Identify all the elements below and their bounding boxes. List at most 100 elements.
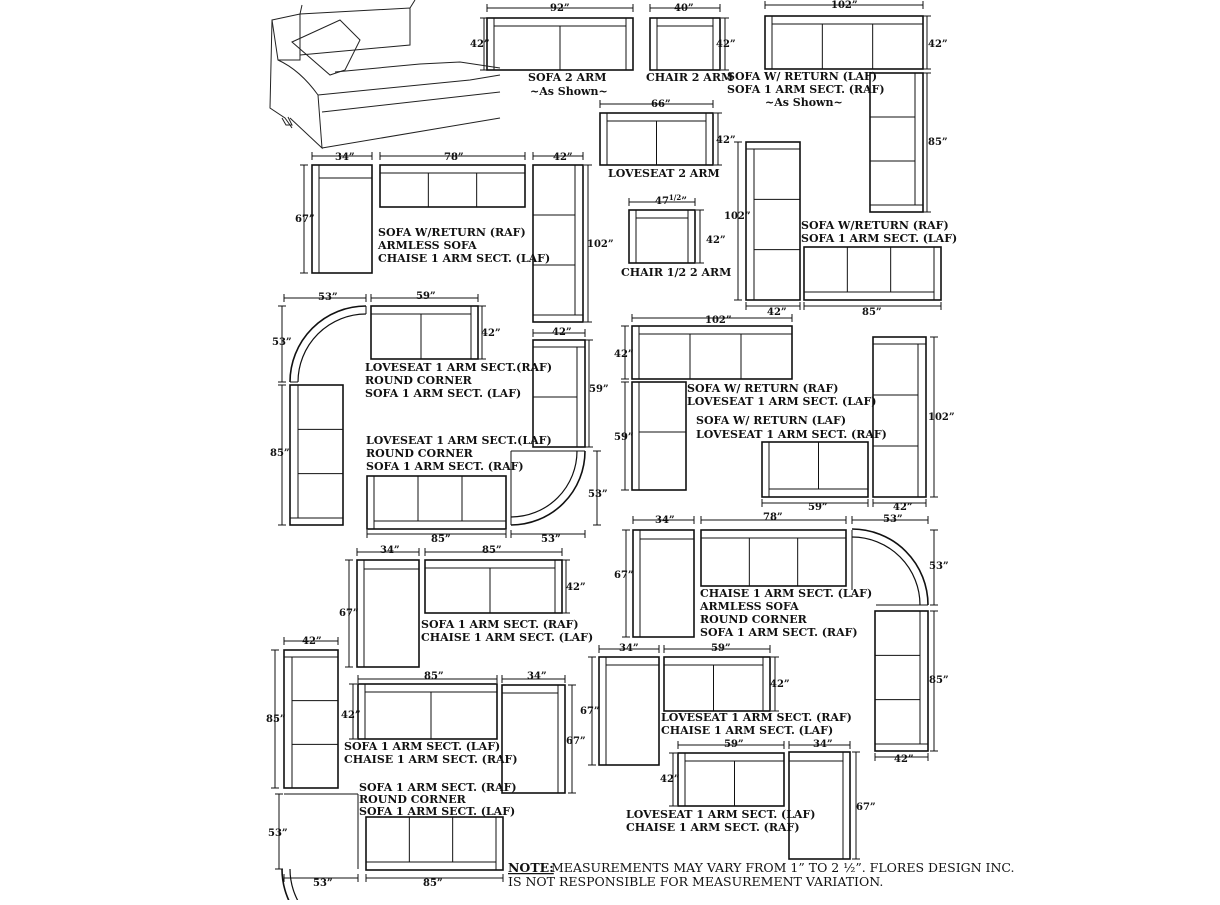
dimension-labels: 92” 42” 40” 42” 102” 42” 85” 66” 42” 34”… [266,0,955,889]
label-sofa-return-laf-1: SOFA W/ RETURN (LAF) [727,70,877,83]
dim-chaise-width: 34” [335,152,355,163]
dim-sofa-2-arm-depth: 42” [470,39,490,50]
round-corner-inner [289,868,302,905]
sofa-raf-horizontal-c [366,475,507,530]
label-sofa-return-raf-b2: SOFA 1 ARM SECT. (LAF) [801,232,957,245]
chaise-laf-i [598,656,660,766]
label-sofa-2-arm-sub: ~As Shown~ [530,85,608,98]
note-prefix: NOTE: [508,860,554,875]
label-loveseat-round-1: LOVESEAT 1 ARM SECT.(RAF) [365,361,552,374]
dim-sofa-width-h: 85” [424,671,444,682]
dim-chair-half-width: 471/2” [655,193,687,207]
dim-sofa-depth-g: 42” [302,636,322,647]
label-loveseat-chaise-1: LOVESEAT 1 ARM SECT. (RAF) [661,711,852,724]
sofa-return-laf-top [764,15,924,70]
label-sofa-return-raf-b1: SOFA W/RETURN (RAF) [801,219,949,232]
loveseat-laf-c [631,381,687,491]
dim-chaise-length-j: 67” [856,802,876,813]
dim-sofa-2-arm-width: 92” [550,3,570,14]
dim-chaise-length-f: 67” [614,570,634,581]
dim-loveseat-depth-a: 42” [481,328,501,339]
dim-chaise-width-i: 34” [619,643,639,654]
label-sofa-return-laf-2: SOFA 1 ARM SECT. (RAF) [727,83,885,96]
round-corner-inner [510,450,578,518]
label-sofa-chaise-1: SOFA 1 ARM SECT. (RAF) [421,618,579,631]
dim-chaise-width-f: 34” [655,515,675,526]
chaise-raf-h [501,684,566,794]
label-sofa-2-arm: SOFA 2 ARM [528,71,606,84]
measurement-note: NOTE: MEASUREMENTS MAY VARY FROM 1” TO 2… [508,860,1015,889]
dim-sofa-depth-f: 42” [894,754,914,765]
chair-2-arm [649,17,721,71]
dim-loveseat-width: 66” [651,99,671,110]
label-sofa-return-ls-2: LOVESEAT 1 ARM SECT. (LAF) [687,395,876,408]
dim-sofa-depth-a: 42” [553,152,573,163]
armless-sofa-f [700,529,847,587]
dim-chaise-width-h: 34” [527,671,547,682]
label-chair-half: CHAIR 1/2 2 ARM [621,266,731,279]
label-loveseat-round-3: SOFA 1 ARM SECT. (LAF) [365,387,521,400]
dim-round-corner-depth-a: 53” [272,337,292,348]
label-sofa-return-raf-1: SOFA W/RETURN (RAF) [378,226,526,239]
dim-loveseat-depth: 42” [716,135,736,146]
sofa-laf-vertical-b [745,141,801,301]
dim-sofa-length-a: 102” [587,239,614,250]
chaise-laf [311,164,373,274]
label-sofa-chaise-2: CHAISE 1 ARM SECT. (LAF) [421,631,593,644]
dim-sofa-depth-d: 42” [893,502,913,513]
loveseat-laf-vertical [532,339,586,448]
armless-sofa-a [379,164,526,208]
dim-round-corner-depth-b: 53” [588,489,608,500]
dim-loveseat-length-b: 59” [589,384,609,395]
dim-loveseat-depth-i: 42” [770,679,790,690]
loveseat-raf-d [761,441,869,498]
dim-sofa-return-b-width: 85” [862,307,882,318]
label-chair-2-arm: CHAIR 2 ARM [646,71,733,84]
dim-sofa-return-b-depth: 42” [767,307,787,318]
label-big-sectional-3: ROUND CORNER [700,613,808,626]
sofa-raf-vertical-f [874,610,929,752]
label-sofa-chaise-b2: CHAISE 1 ARM SECT. (RAF) [344,753,518,766]
label-big-sectional-4: SOFA 1 ARM SECT. (RAF) [700,626,858,639]
round-corner-b [510,450,586,526]
dim-sofa-depth-h: 42” [341,710,361,721]
dim-armless-width: 78” [444,152,464,163]
label-loveseat-round-b1: LOVESEAT 1 ARM SECT.(LAF) [366,434,552,447]
label-loveseat-chaise-b1: LOVESEAT 1 ARM SECT. (LAF) [626,808,815,821]
sofa-raf-k [365,816,504,871]
dim-sofa-return-width: 102” [831,0,858,11]
dim-loveseat-width-j: 59” [724,739,744,750]
sofa-sketch-illustration [269,0,501,150]
dim-chair-width: 40” [674,3,694,14]
label-round-group-3: SOFA 1 ARM SECT. (LAF) [359,805,515,818]
label-loveseat-chaise-b2: CHAISE 1 ARM SECT. (RAF) [626,821,800,834]
chaise-laf-e [356,559,420,668]
label-sofa-return-laf-3: ~As Shown~ [765,96,843,109]
label-sofa-return-ls-b2: LOVESEAT 1 ARM SECT. (RAF) [696,428,887,441]
label-round-group-2: ROUND CORNER [359,793,467,806]
label-loveseat-2-arm: LOVESEAT 2 ARM [608,167,720,180]
label-sofa-return-raf-2: ARMLESS SOFA [377,239,477,252]
sofa-raf-c [631,325,793,380]
round-corner-a [289,305,367,383]
dim-sofa-width-k: 85” [423,878,443,889]
label-loveseat-round-2: ROUND CORNER [365,374,473,387]
sofa-laf-h [357,683,498,740]
furniture-drawings [271,1,942,905]
dim-loveseat-depth-j: 42” [660,774,680,785]
dim-round-corner-depth-k: 53” [268,828,288,839]
dim-sofa-length-b: 85” [270,448,290,459]
dim-loveseat-width-d: 59” [808,502,828,513]
sofa-raf-e [424,559,563,614]
dim-sofa-width-e: 85” [482,545,502,556]
chaise-laf-f [632,529,695,638]
component-labels: SOFA 2 ARM ~As Shown~ CHAIR 2 ARM SOFA W… [344,70,957,834]
dim-armless-width-f: 78” [763,512,783,523]
dim-sofa-width-b: 85” [431,534,451,545]
round-corner-inner [851,536,921,606]
dim-round-corner-depth-f: 53” [929,561,949,572]
dim-sofa-return-depth: 42” [928,39,948,50]
round-corner-f [851,528,929,606]
note-line-1: MEASUREMENTS MAY VARY FROM 1” TO 2 ½”. F… [551,860,1015,875]
